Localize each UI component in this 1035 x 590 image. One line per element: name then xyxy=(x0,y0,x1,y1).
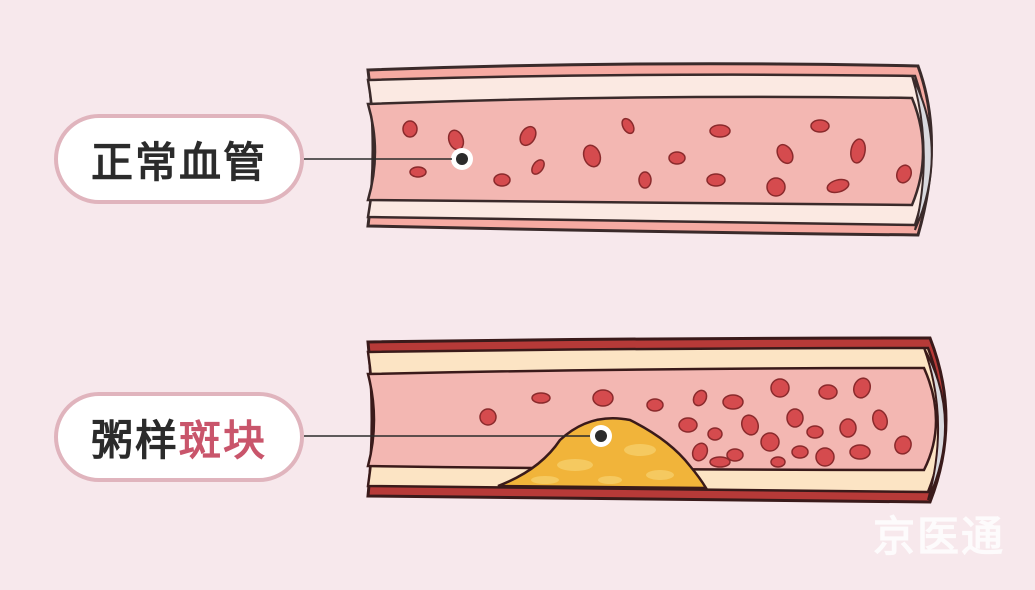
plaque-texture xyxy=(531,444,674,484)
blood-cell xyxy=(895,164,913,184)
blood-cell xyxy=(592,389,614,407)
normal-vessel-label: 正常血管 xyxy=(54,114,304,204)
blood-cell xyxy=(726,448,744,462)
blood-cell xyxy=(621,117,635,135)
plaque-fleck xyxy=(531,476,559,484)
blood-cell xyxy=(740,414,760,436)
blood-cell xyxy=(691,442,709,462)
normal-vessel-end xyxy=(911,75,933,231)
normal-marker-dot xyxy=(456,153,468,165)
normal-vessel-label-text: 正常血管 xyxy=(90,137,267,187)
blood-cell xyxy=(646,398,664,412)
blood-cell xyxy=(709,456,731,468)
blood-cell xyxy=(760,432,780,452)
blood-cell xyxy=(409,166,427,178)
plaque-artery xyxy=(304,336,948,504)
blood-cell xyxy=(770,378,790,398)
blood-cell xyxy=(818,384,838,400)
blood-cell xyxy=(531,392,551,404)
blood-cell xyxy=(872,409,888,431)
watermark-logo: 京医通 xyxy=(872,512,1005,561)
blood-cell xyxy=(806,425,824,439)
blood-cell xyxy=(709,124,731,138)
plaque-label: 粥样斑块 xyxy=(54,392,304,482)
blood-cell xyxy=(810,119,830,133)
blood-cell xyxy=(766,177,786,197)
blood-cell xyxy=(852,377,872,399)
blood-cell xyxy=(531,159,545,175)
blood-cell xyxy=(786,408,804,428)
blood-cell xyxy=(770,456,786,468)
blood-cell xyxy=(707,427,723,441)
blood-cell xyxy=(668,151,686,165)
blood-cell xyxy=(722,394,744,410)
blood-cell xyxy=(493,173,511,187)
artery-end xyxy=(923,347,947,501)
plaque-fleck xyxy=(598,476,622,484)
plaque-label-prefix: 粥样 xyxy=(90,415,179,465)
blood-cell xyxy=(791,445,809,459)
blood-cell xyxy=(519,125,537,147)
blood-cell xyxy=(776,143,794,165)
normal-vessel-cells xyxy=(402,117,913,197)
blood-cell xyxy=(402,120,418,138)
blood-cell xyxy=(850,138,866,164)
blood-cell xyxy=(839,418,857,438)
blood-cell xyxy=(678,417,698,433)
blood-cell xyxy=(826,178,850,194)
artery-lumen xyxy=(366,366,938,472)
artery-cells xyxy=(479,377,912,468)
plaque-fleck xyxy=(646,470,674,480)
plaque-fleck xyxy=(557,459,593,471)
blood-cell xyxy=(706,173,726,187)
blood-cell xyxy=(638,171,652,189)
plaque-marker-dot xyxy=(595,430,607,442)
blood-cell xyxy=(582,144,602,168)
plaque-label-suffix: 斑块 xyxy=(179,415,268,465)
plaque-fleck xyxy=(624,444,656,456)
blood-cell xyxy=(849,444,871,460)
blood-cell xyxy=(479,408,497,426)
blood-cell xyxy=(815,447,835,467)
normal-vessel xyxy=(304,62,933,237)
blood-cell xyxy=(894,435,912,455)
blood-cell xyxy=(692,389,708,407)
